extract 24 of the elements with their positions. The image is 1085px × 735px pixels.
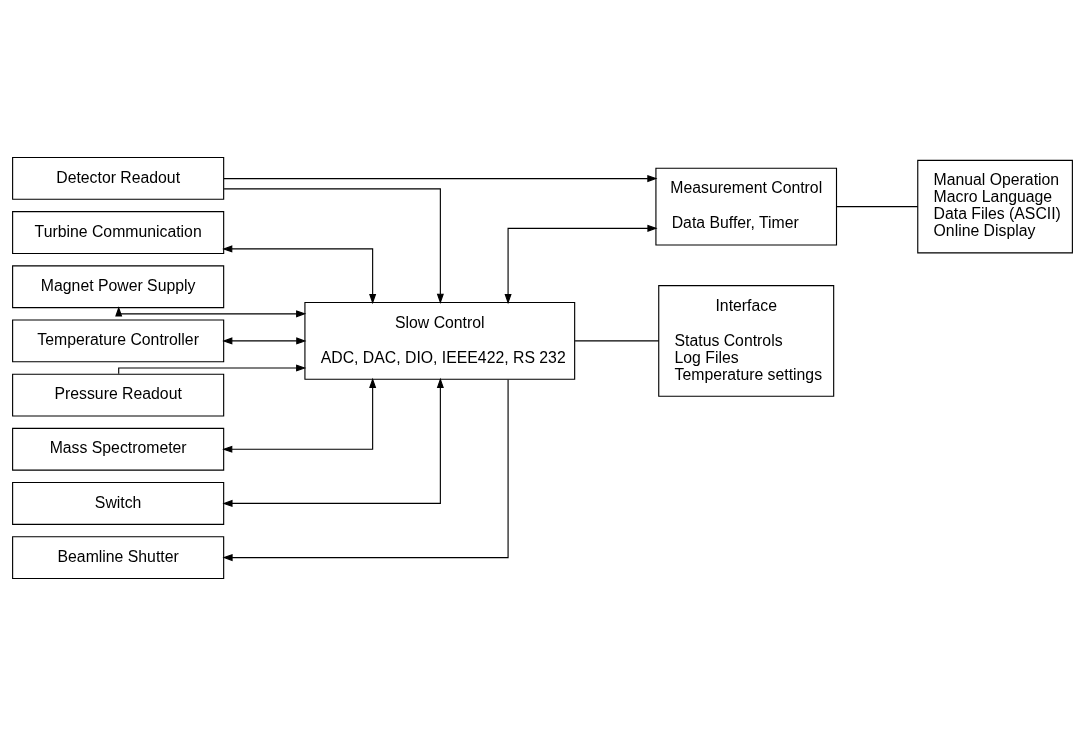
arrow xyxy=(222,244,377,304)
node-box: Slow Control ADC, DAC, DIO, IEEE422, RS 232 xyxy=(304,301,576,380)
connector xyxy=(574,339,660,341)
node-box: Manual Operation Macro Language Data Files (ASCII) Online Display xyxy=(917,159,1073,253)
node-box: Pressure Readout xyxy=(12,373,225,417)
arrow xyxy=(223,187,444,304)
node-box: Measurement Control Data Buffer, Timer xyxy=(655,167,838,246)
node-box: Switch xyxy=(12,481,225,525)
node-box: Magnet Power Supply xyxy=(12,264,225,308)
node-box: Detector Readout xyxy=(12,156,225,200)
node-box: Temperature Controller xyxy=(12,318,225,362)
node-box: Mass Spectrometer xyxy=(12,427,225,471)
arrow xyxy=(223,174,658,182)
arrow xyxy=(118,363,307,374)
node-box: Turbine Communication xyxy=(12,210,225,254)
arrow xyxy=(115,305,307,317)
arrow xyxy=(222,377,444,507)
arrow xyxy=(222,377,377,453)
connector xyxy=(836,205,919,207)
arrow xyxy=(222,336,307,344)
node-box: Beamline Shutter xyxy=(12,535,225,579)
arrow xyxy=(222,378,509,561)
node-box: Interface Status Controls Log Files Temperature settings xyxy=(658,284,835,397)
arrow xyxy=(504,224,658,304)
